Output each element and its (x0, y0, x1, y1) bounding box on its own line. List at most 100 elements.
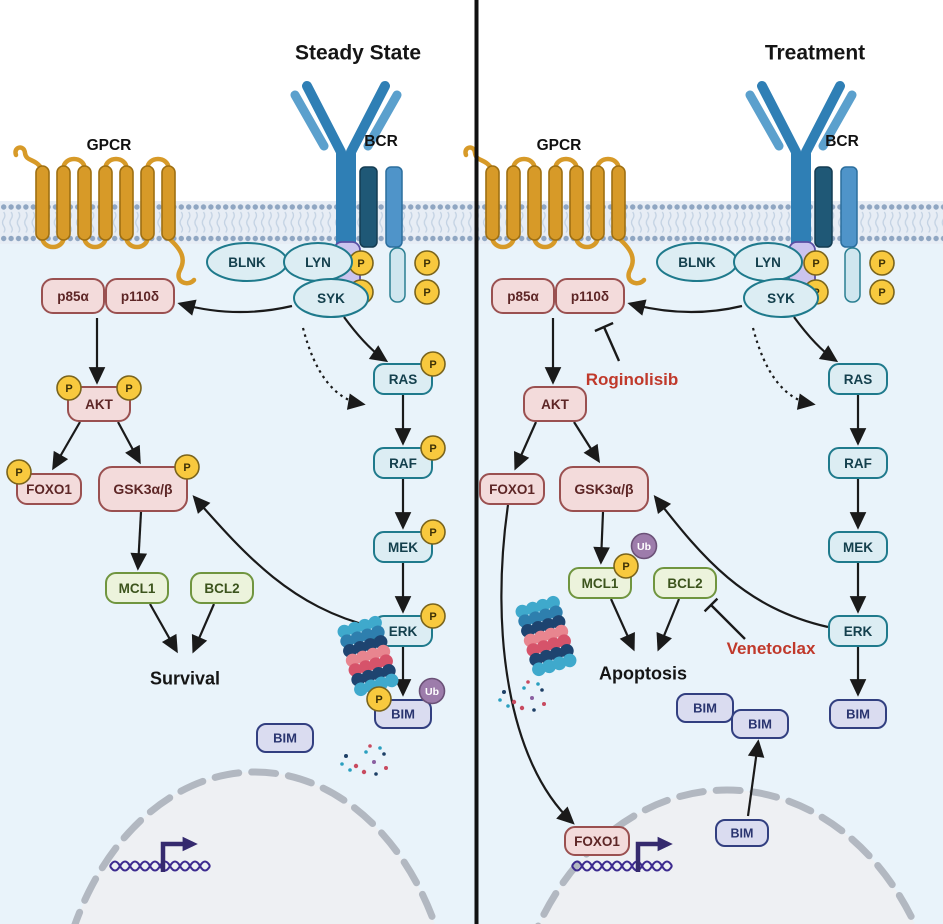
akt-label-right: AKT (541, 397, 569, 412)
p110d-label: p110δ (121, 289, 159, 304)
arrow-dashed-to-ras-right (751, 327, 816, 410)
p85a-label-right: p85α (507, 289, 539, 304)
mcl1-label: MCL1 (119, 581, 156, 596)
mek-label: MEK (388, 540, 418, 555)
akt-label: AKT (85, 397, 113, 412)
phospho-badge (420, 435, 446, 461)
bcr-label-left: BCR (364, 133, 398, 150)
p110d-box (105, 278, 175, 314)
phospho-badge (174, 454, 200, 480)
signal-arrows-left (52, 299, 412, 697)
raf-label-right: RAF (844, 456, 872, 471)
bcr-label-right: BCR (825, 133, 859, 150)
akt-box-right (523, 386, 587, 422)
lyn-label: LYN (305, 255, 331, 270)
bim-degradation-left: BIM BIM (256, 677, 446, 776)
gpcr-label-right: GPCR (537, 137, 582, 154)
bim-box-erk-right (829, 699, 887, 729)
blnk-label: BLNK (228, 255, 266, 270)
arrow-mcl1-to-apoptosis (609, 598, 635, 652)
apoptosis-text: Apoptosis (599, 663, 687, 683)
foxo1-box-right (479, 473, 545, 505)
bim-free-box (256, 723, 314, 753)
bim-label-erk-right: BIM (846, 707, 870, 722)
p85a-label: p85α (57, 289, 89, 304)
gsk3-box (98, 466, 188, 512)
bim-free-label-1: BIM (693, 701, 717, 716)
phospho-badge (56, 375, 82, 401)
mek-box (373, 531, 433, 563)
phospho-badge (6, 459, 32, 485)
arrow-mcl1-to-survival (149, 603, 178, 654)
arrow-erk-to-gsk3-right (653, 495, 829, 629)
survival-text: Survival (150, 668, 220, 688)
arrow-bcl2-to-apoptosis (656, 598, 681, 652)
arrow-syk-to-ras (343, 316, 389, 363)
proximal-kinases-left: BLNK LYN SYK (206, 242, 369, 318)
syk-oval (293, 278, 369, 318)
proximal-kinases-right: BLNK LYN SYK (656, 242, 819, 318)
roginolisib-label: Roginolisib (586, 370, 679, 389)
p110d-label-right: p110δ (571, 289, 609, 304)
inhibition-line-venetoclax (710, 604, 746, 640)
gsk3-box-right (559, 466, 649, 512)
ubiquitin-badge (418, 677, 446, 705)
arrow-dashed-to-ras (301, 327, 366, 410)
arrow-foxo1-to-nucleus (500, 504, 575, 825)
bim-phospho-box (374, 699, 432, 729)
mcl1-label-right: MCL1 (582, 576, 619, 591)
inhibition-cap-venetoclax (703, 597, 719, 613)
panel-divider (474, 0, 479, 924)
nuclear-factors-right: FOXO1 BIM (564, 819, 769, 856)
bim-free-box-1 (676, 693, 734, 723)
arrow-gsk3-to-mcl1-right (593, 511, 610, 565)
panel-title-treatment: Treatment (765, 42, 865, 65)
arrow-syk-to-ras-right (793, 316, 839, 363)
akt-box (67, 386, 131, 422)
arrow-akt-to-foxo1-right (514, 421, 538, 471)
p110d-box-right (555, 278, 625, 314)
p85a-box (41, 278, 105, 314)
arrow-akt-to-gsk3 (117, 421, 141, 465)
bim-nuclear-label: BIM (731, 827, 754, 841)
bim-phospho-label: BIM (391, 707, 415, 722)
bim-free-label: BIM (273, 731, 297, 746)
bcl2-label: BCL2 (204, 581, 239, 596)
raf-label: RAF (389, 456, 417, 471)
ras-box-right (828, 363, 888, 395)
inhibition-cap-roginolisib (594, 321, 614, 333)
mapk-cascade-left: RAS RAF MEK ERK (373, 351, 446, 647)
syk-oval-right (743, 278, 819, 318)
inhibition-roginolisib (594, 321, 621, 362)
gpcr-label-left: GPCR (87, 137, 132, 154)
pi3k-akt-right: p85α p110δ AKT FOXO1 GSK3α/β MCL1 BCL2 A… (479, 278, 717, 683)
arrow-erk-to-gsk3 (192, 495, 374, 629)
lyn-label-right: LYN (755, 255, 781, 270)
phospho-badge (420, 603, 446, 629)
bim-accumulation-right: BIM BIM (676, 693, 789, 739)
p85a-box-right (491, 278, 555, 314)
syk-label-right: SYK (767, 291, 795, 306)
gsk3-label-right: GSK3α/β (574, 481, 634, 497)
foxo1-box (16, 473, 82, 505)
ubiquitin-badge (630, 532, 658, 560)
foxo1-label: FOXO1 (26, 482, 72, 497)
plasma-membrane (0, 201, 943, 244)
inhibition-line-roginolisib (602, 326, 621, 362)
phospho-badge (116, 375, 142, 401)
signal-arrows-right (500, 299, 867, 825)
foxo1-nuclear-box (564, 826, 630, 856)
pi3k-akt-left: p85α p110δ AKT FOXO1 GSK3α/β MCL1 BCL2 S… (6, 278, 254, 688)
bcl2-box (190, 572, 254, 604)
mcl1-box-right (568, 567, 632, 599)
foxo1-label-right: FOXO1 (489, 482, 535, 497)
inhibition-venetoclax (703, 597, 746, 640)
panel-title-steady-state: Steady State (295, 42, 421, 65)
syk-label: SYK (317, 291, 345, 306)
foxo1-nuclear-label: FOXO1 (574, 834, 620, 849)
arrow-bim-nuclear-export (746, 739, 765, 817)
arrow-gsk3-to-mcl1 (130, 511, 148, 571)
phospho-badge (613, 553, 639, 579)
mek-box-right (828, 531, 888, 563)
